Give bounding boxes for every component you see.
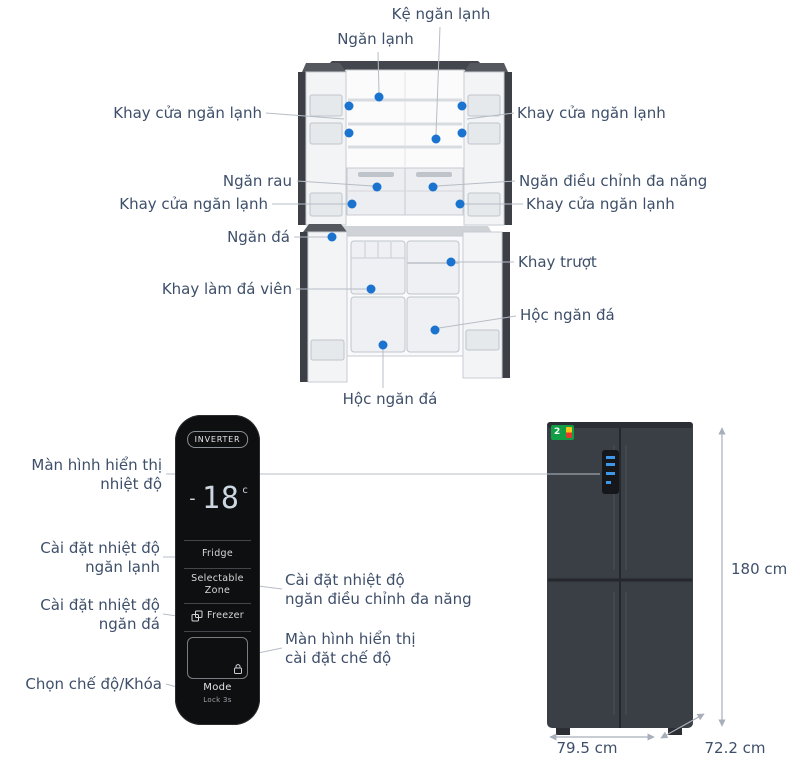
label-text: cài đặt chế độ	[285, 649, 392, 667]
annotation-khay-cua-mid-right: Khay cửa ngăn lạnh	[526, 195, 686, 214]
label-text: Hộc ngăn đá	[520, 306, 615, 324]
display-value: 18	[201, 480, 240, 516]
label-text: Freezer	[207, 610, 244, 621]
fridge-foot	[556, 728, 570, 735]
energy-strip	[566, 427, 572, 438]
annotation-khay-cua-mid-left: Khay cửa ngăn lạnh	[116, 195, 268, 214]
label-text: Ngăn đá	[227, 228, 290, 246]
closed-fridge-photo	[547, 422, 693, 735]
annotation-man-hinh-nhiet-do: Màn hình hiển thị nhiệt độ	[20, 456, 162, 494]
upper-right-door	[463, 63, 512, 226]
temperature-display: - 18 c	[175, 475, 260, 521]
freezer-interior	[346, 235, 464, 357]
annotation-hoc-ngan-da-right: Hộc ngăn đá	[520, 306, 640, 325]
annotation-dots	[327, 92, 467, 350]
label-text: Cài đặt nhiệt độ	[285, 571, 405, 589]
annotation-cai-dat-ngan-da: Cài đặt nhiệt độ ngăn đá	[28, 596, 160, 634]
label-text: Ngăn điều chỉnh đa năng	[519, 172, 708, 190]
label-text: Màn hình hiển thị	[31, 456, 162, 474]
energy-rating: 2	[554, 427, 561, 437]
crisper-drawers	[346, 167, 464, 216]
fridge-compartment-interior	[345, 69, 465, 169]
label-text: Khay cửa ngăn lạnh	[119, 195, 268, 213]
label-text: Ngăn lạnh	[337, 30, 414, 48]
label-text: ngăn điều chỉnh đa năng	[285, 590, 472, 608]
annotation-chon-che-do-khoa: Chọn chế độ/Khóa	[12, 675, 162, 694]
height-dimension: 180 cm	[731, 560, 788, 578]
lock-hint: Lock 3s	[203, 696, 232, 704]
energy-label: 2	[551, 425, 574, 440]
label-text: Khay cửa ngăn lạnh	[113, 104, 262, 122]
width-dimension: 79.5 cm	[556, 739, 618, 757]
fridge-button: Fridge	[201, 548, 234, 559]
label-text: Zone	[204, 585, 231, 596]
label-text: Khay cửa ngăn lạnh	[526, 195, 675, 213]
mode-button: Mode	[203, 682, 232, 693]
annotation-hoc-ngan-da-bottom: Hộc ngăn đá	[332, 390, 448, 409]
door-display	[602, 450, 619, 494]
label-text: Chọn chế độ/Khóa	[25, 675, 162, 693]
label-text: Khay cửa ngăn lạnh	[517, 104, 666, 122]
lower-left-door	[300, 224, 348, 383]
label-text: Khay làm đá viên	[161, 280, 292, 298]
label-text: Kệ ngăn lạnh	[391, 5, 491, 23]
label-text: Hộc ngăn đá	[342, 390, 438, 408]
fridge-foot	[668, 728, 682, 735]
annotation-khay-truot: Khay trượt	[518, 253, 628, 272]
upper-left-door	[298, 63, 347, 226]
label-text: ngăn đá	[98, 615, 160, 633]
display-minus: -	[187, 487, 198, 509]
fridge-top	[322, 61, 488, 70]
annotation-ngan-dieu-chinh: Ngăn điều chỉnh đa năng	[519, 172, 729, 191]
inverter-badge: INVERTER	[186, 431, 249, 448]
selectable-zone-button: Selectable Zone	[175, 573, 260, 597]
display-unit: c	[241, 485, 248, 496]
annotation-khay-cua-top-left: Khay cửa ngăn lạnh	[110, 104, 262, 123]
label-text: Cài đặt nhiệt độ	[40, 596, 160, 614]
label-text: ngăn lạnh	[85, 558, 160, 576]
panel-divider	[184, 540, 251, 541]
annotation-khay-cua-top-right: Khay cửa ngăn lạnh	[517, 104, 677, 123]
freezer-button: Freezer	[175, 610, 260, 622]
lock-icon	[234, 664, 242, 674]
open-fridge-illustration	[298, 61, 512, 383]
annotation-ke-ngan-lanh: Kệ ngăn lạnh	[376, 5, 506, 24]
freezer-top-band	[316, 226, 494, 236]
inverter-control-panel: INVERTER - 18 c Fridge Selectable Zone F…	[175, 415, 260, 725]
label-text: Màn hình hiển thị	[285, 630, 416, 648]
label-text: Selectable	[191, 573, 244, 584]
annotation-man-hinh-che-do: Màn hình hiển thị cài đặt chế độ	[285, 630, 465, 668]
annotation-ngan-rau: Ngăn rau	[200, 172, 292, 191]
panel-divider	[184, 603, 251, 604]
mode-settings-display	[187, 637, 248, 679]
panel-divider	[184, 568, 251, 569]
annotation-ngan-lanh: Ngăn lạnh	[328, 30, 423, 49]
label-text: nhiệt độ	[100, 475, 162, 493]
annotation-cai-dat-ngan-lanh: Cài đặt nhiệt độ ngăn lạnh	[28, 539, 160, 577]
annotation-cai-dat-ngan-dieu-chinh: Cài đặt nhiệt độ ngăn điều chỉnh đa năng	[285, 571, 505, 609]
label-text: Cài đặt nhiệt độ	[40, 539, 160, 557]
depth-arrow	[660, 713, 705, 739]
label-text: Khay trượt	[518, 253, 597, 271]
panel-divider	[184, 631, 251, 632]
depth-dimension: 72.2 cm	[704, 739, 766, 757]
lower-right-door	[462, 231, 510, 379]
annotation-ngan-da: Ngăn đá	[198, 228, 290, 247]
label-text: Ngăn rau	[222, 172, 292, 190]
ice-cubes-icon	[191, 610, 203, 622]
annotation-khay-lam-da-vien: Khay làm đá viên	[150, 280, 292, 299]
dimension-arrows	[549, 427, 726, 741]
